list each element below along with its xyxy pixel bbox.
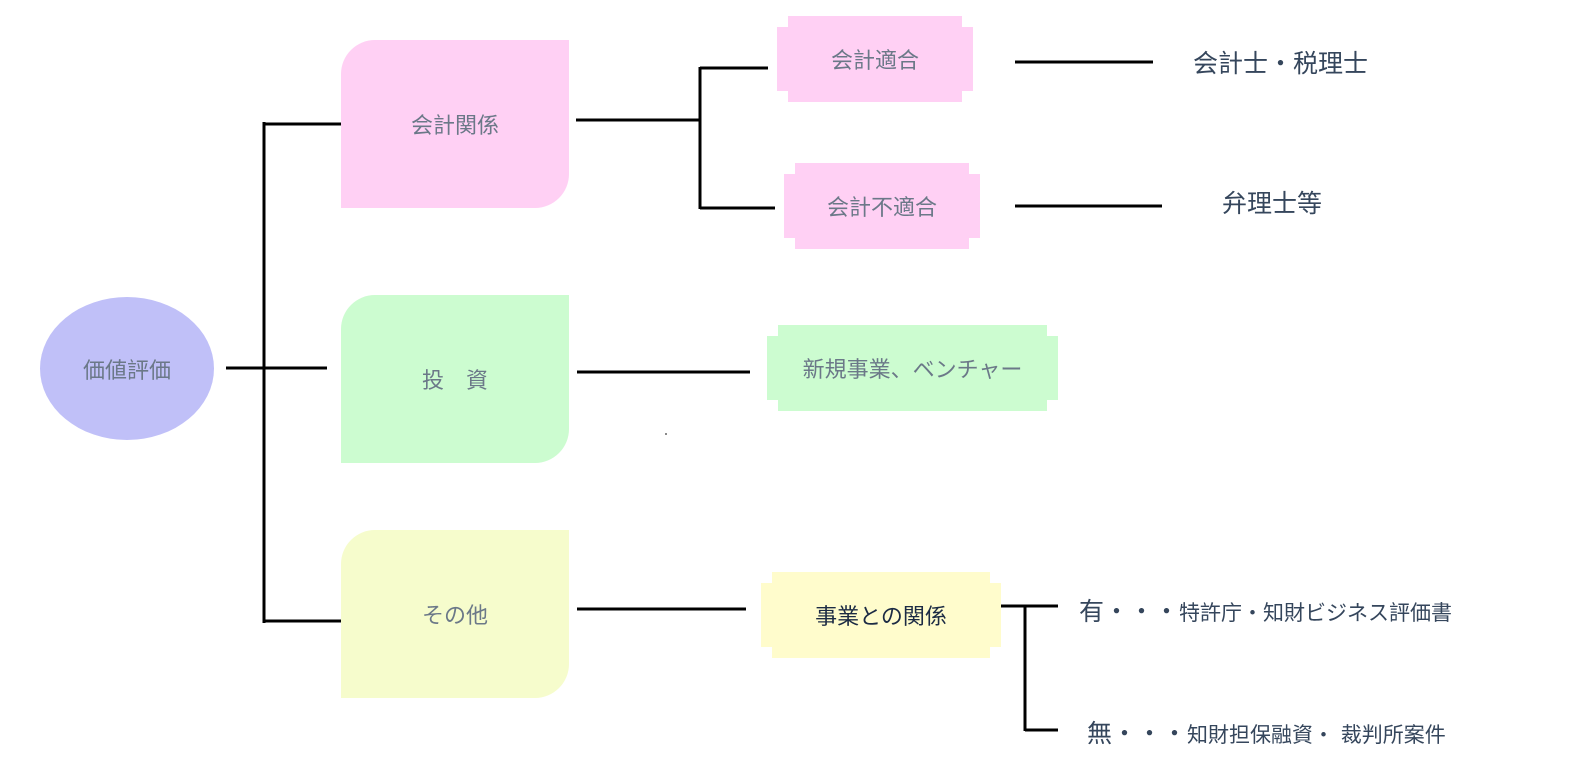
outcome-yes: 有・・・特許庁・知財ビジネス評価書	[1079, 592, 1452, 628]
outcome-accountants: 会計士・税理士	[1193, 49, 1369, 78]
category-accounting: 会計関係	[341, 40, 569, 208]
outcome-no-lead: 無・・・	[1087, 719, 1188, 748]
outcome-yes-lead: 有・・・	[1079, 597, 1180, 626]
outcome-patent-attorneys: 弁理士等	[1222, 189, 1323, 218]
leaf-business-relation: 事業との関係	[761, 572, 1001, 658]
outcome-yes-detail: 特許庁・知財ビジネス評価書	[1179, 601, 1453, 625]
leaf-new-business: 新規事業、ベンチャー	[767, 325, 1058, 411]
stray-mark	[665, 433, 667, 435]
category-other: その他	[341, 530, 569, 698]
leaf-accounting-fit: 会計適合	[777, 16, 973, 102]
root-node-valuation: 価値評価	[40, 297, 214, 440]
outcome-no-detail: 知財担保融資・ 裁判所案件	[1187, 723, 1446, 747]
leaf-accounting-unfit: 会計不適合	[784, 163, 980, 249]
category-investment: 投 資	[341, 295, 569, 463]
outcome-no: 無・・・知財担保融資・ 裁判所案件	[1087, 714, 1446, 750]
